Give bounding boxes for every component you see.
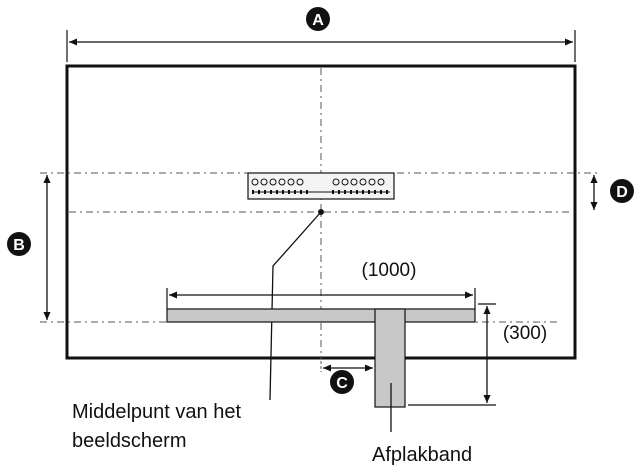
tape-horizontal-strip xyxy=(166,308,476,323)
badge-b-letter: B xyxy=(13,237,25,254)
wall-mount-bracket xyxy=(247,172,395,200)
dimension-300-label: (300) xyxy=(503,323,547,344)
badge-a: A xyxy=(306,7,330,31)
screen-center-label-line1: Middelpunt van het xyxy=(72,401,241,423)
tape-label: Afplakband xyxy=(372,444,472,466)
screen-center-label-line2: beeldscherm xyxy=(72,430,187,452)
badge-d-letter: D xyxy=(616,184,628,201)
badge-a-letter: A xyxy=(312,12,324,29)
badge-b: B xyxy=(7,232,31,256)
dimension-1000-label: (1000) xyxy=(362,260,417,281)
badge-c: C xyxy=(330,370,354,394)
badge-c-letter: C xyxy=(336,375,348,392)
badge-d: D xyxy=(610,179,634,203)
center-leader-line xyxy=(269,211,322,401)
tape-vertical-strip xyxy=(374,308,406,408)
